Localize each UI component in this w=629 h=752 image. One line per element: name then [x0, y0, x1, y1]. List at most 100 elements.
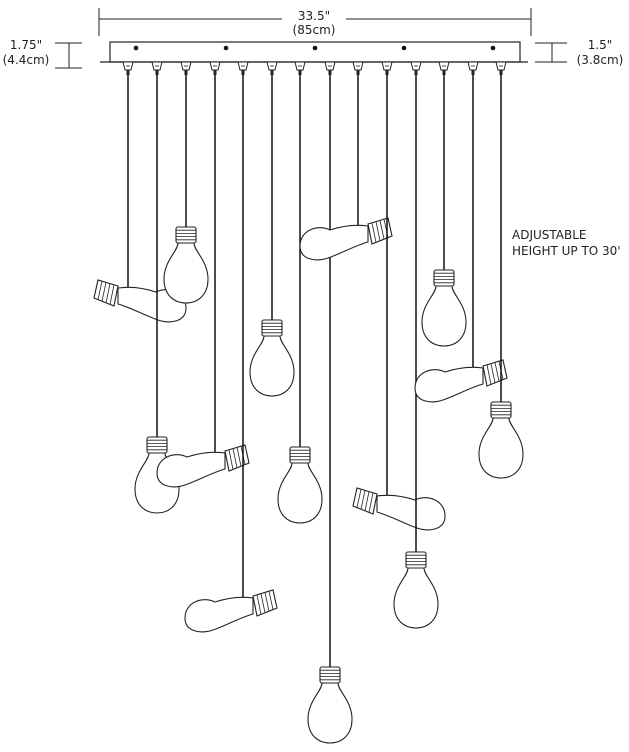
pendant: [277, 61, 323, 524]
bulb: [156, 444, 250, 488]
cord-grip: [414, 70, 418, 75]
pendants: [93, 61, 524, 744]
cord-grip: [270, 70, 274, 75]
height-note-line1: ADJUSTABLE: [512, 228, 587, 242]
canopy-screw: [490, 45, 496, 51]
bulb-base: [175, 226, 197, 244]
bulb: [163, 226, 209, 304]
bulb: [352, 487, 446, 531]
bulb-glass: [249, 335, 295, 397]
canopy-screw: [133, 45, 139, 51]
bulb-base: [252, 589, 278, 617]
canopy-left-height-metric: (4.4cm): [2, 53, 50, 67]
bulb-glass: [478, 417, 524, 479]
bulb: [277, 446, 323, 524]
cord-grip: [213, 70, 217, 75]
cord-grip: [328, 70, 332, 75]
pendant: [299, 61, 393, 261]
bulb-base: [490, 401, 512, 419]
canopy-screw: [223, 45, 229, 51]
bulb-glass: [414, 366, 484, 403]
bulb-glass: [307, 682, 353, 744]
bulb: [393, 551, 439, 629]
bulb: [478, 401, 524, 479]
cord-grip: [385, 70, 389, 75]
bulb-glass: [393, 567, 439, 629]
bulb-base: [93, 279, 119, 307]
bulb-base: [261, 319, 283, 337]
pendant: [478, 61, 524, 479]
bulb-thread: [490, 363, 496, 383]
canopy-left-height-label: 1.75": [9, 38, 43, 52]
bulb-thread: [232, 448, 238, 468]
bulb-thread: [264, 592, 270, 612]
bulb-thread: [256, 594, 262, 615]
pendant: [156, 61, 250, 488]
bulb-glass: [421, 285, 467, 347]
bulb-thread: [364, 491, 370, 511]
height-note-line2: HEIGHT UP TO 30': [512, 244, 621, 258]
pendant: [184, 61, 278, 633]
bulb-base: [367, 217, 393, 245]
bulb-thread: [268, 591, 274, 610]
bulb-base: [319, 666, 341, 684]
bulb: [249, 319, 295, 397]
cord-grip: [471, 70, 475, 75]
canopy-right-height-label: 1.5": [587, 38, 613, 52]
bulb-base: [146, 436, 168, 454]
pendant: [393, 61, 439, 629]
pendant: [414, 61, 508, 403]
bulb-glass: [277, 462, 323, 524]
bulb-thread: [360, 490, 366, 510]
bulb-thread: [371, 222, 377, 243]
bulb-thread: [379, 220, 385, 240]
canopy-screw: [401, 45, 407, 51]
cord-grip: [241, 70, 245, 75]
bulb-glass: [184, 596, 254, 633]
bulb-thread: [97, 281, 103, 300]
bulb-glass: [376, 494, 446, 531]
bulb-glass: [299, 224, 369, 261]
width-metric-label: (85cm): [292, 23, 336, 37]
cord-grip: [126, 70, 130, 75]
bulb: [299, 217, 393, 261]
bulb-thread: [356, 489, 362, 508]
bulb-base: [352, 487, 378, 515]
pendant: [352, 61, 446, 531]
bulb-thread: [236, 447, 242, 467]
cord-grip: [356, 70, 360, 75]
canopy-screw: [312, 45, 318, 51]
bulb-thread: [109, 284, 115, 305]
bulb: [421, 269, 467, 347]
canopy: [109, 41, 521, 63]
bulb: [414, 359, 508, 403]
pendant: [421, 61, 467, 347]
canopy-right-height-metric: (3.8cm): [576, 53, 624, 67]
bulb-thread: [375, 221, 381, 241]
cord-grip: [298, 70, 302, 75]
bulb-thread: [368, 492, 374, 513]
bulb-thread: [494, 362, 500, 382]
cord-grip: [442, 70, 446, 75]
bulb-thread: [105, 283, 111, 303]
bulb-thread: [260, 593, 266, 613]
cord-grip: [155, 70, 159, 75]
bulb: [307, 666, 353, 744]
cord-grip: [184, 70, 188, 75]
bulb: [184, 589, 278, 633]
pendant: [249, 61, 295, 397]
bulb-thread: [101, 282, 107, 302]
bulb-base: [289, 446, 311, 464]
bulb-glass: [163, 242, 209, 304]
pendant: [163, 61, 209, 304]
bulb-base: [405, 551, 427, 569]
bulb-base: [433, 269, 455, 287]
canopy-screws: [133, 45, 496, 51]
bulb-glass: [156, 451, 226, 488]
bulb-thread: [228, 449, 234, 470]
pendant: [307, 61, 353, 744]
cord-grip: [499, 70, 503, 75]
dimension-lines: [55, 8, 567, 69]
width-label: 33.5": [297, 9, 331, 23]
